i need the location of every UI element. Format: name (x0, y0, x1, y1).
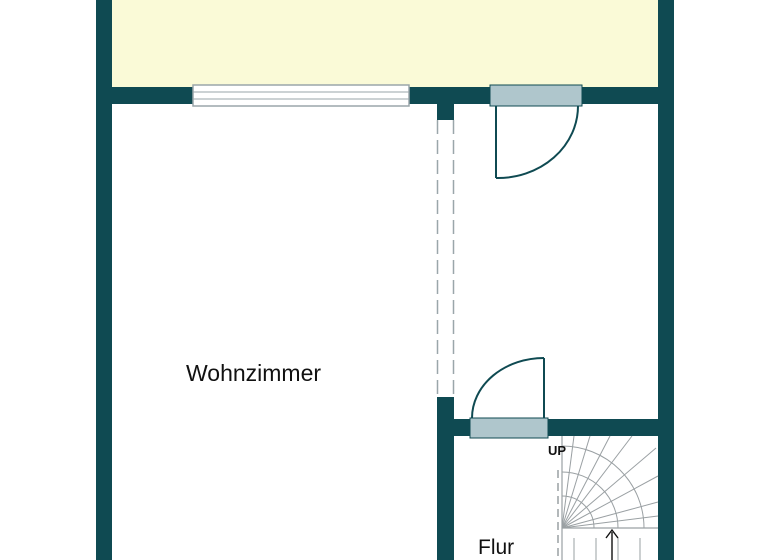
wall-left (96, 0, 112, 560)
wall-interior-vertical-bottom (437, 397, 454, 560)
stair-direction-arrow-icon (605, 528, 619, 560)
stair-direction-label: UP (548, 443, 567, 458)
terrace-area (112, 0, 658, 88)
room-label-hallway: Flur (478, 536, 515, 559)
wall-interior-vertical-top (437, 100, 454, 120)
staircase (557, 435, 659, 560)
window-living-room (192, 84, 410, 107)
door-terrace (489, 84, 583, 180)
room-label-living-room: Wohnzimmer (186, 360, 322, 386)
door-hallway (469, 357, 549, 439)
wall-right (658, 0, 674, 560)
sliding-partition (436, 120, 455, 397)
